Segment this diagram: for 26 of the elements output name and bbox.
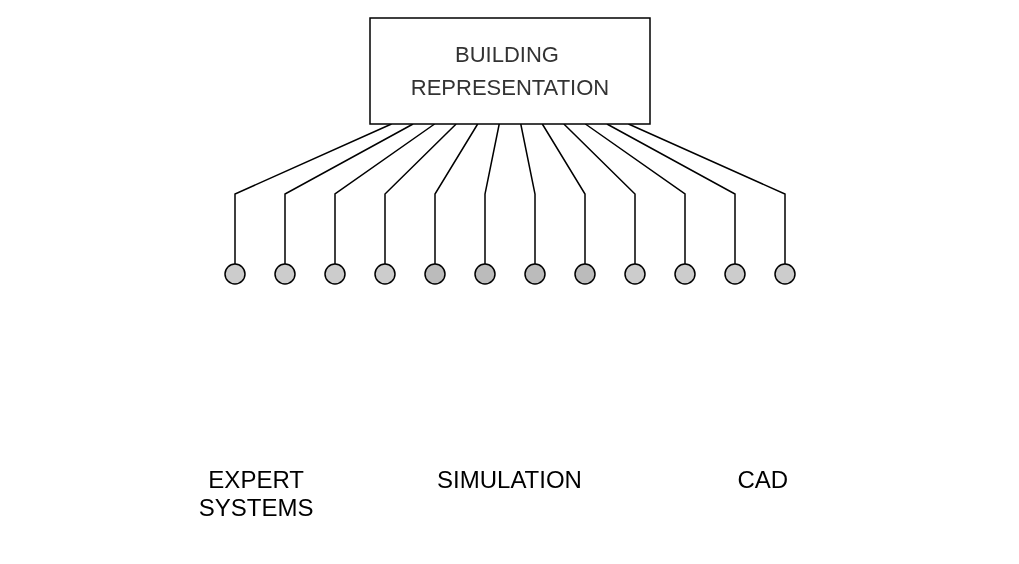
node-circle: [523, 263, 546, 285]
node-circle: [673, 263, 696, 285]
connector: [519, 123, 536, 265]
connector: [233, 123, 392, 265]
connector: [283, 123, 414, 265]
connector: [483, 123, 500, 265]
node-circle: [723, 263, 746, 285]
group-label: CAD: [736, 466, 790, 495]
connector: [562, 123, 636, 265]
connector: [541, 123, 586, 265]
node-circle: [273, 263, 296, 285]
node-circle: [473, 263, 496, 285]
node-circle: [623, 263, 646, 285]
group-label: EXPERT SYSTEMS: [197, 466, 315, 522]
group-label: SIMULATION: [436, 466, 583, 495]
connector: [383, 123, 457, 265]
node-box: BUILDING REPRESENTATION: [368, 17, 651, 125]
node-circle: [773, 263, 796, 285]
node-circle: [373, 263, 396, 285]
connector: [584, 123, 686, 265]
node-circle: [423, 263, 446, 285]
node-circle: [573, 263, 596, 285]
connector: [433, 123, 478, 265]
connector: [333, 123, 435, 265]
node-circle: [323, 263, 346, 285]
node-circle: [223, 263, 246, 285]
